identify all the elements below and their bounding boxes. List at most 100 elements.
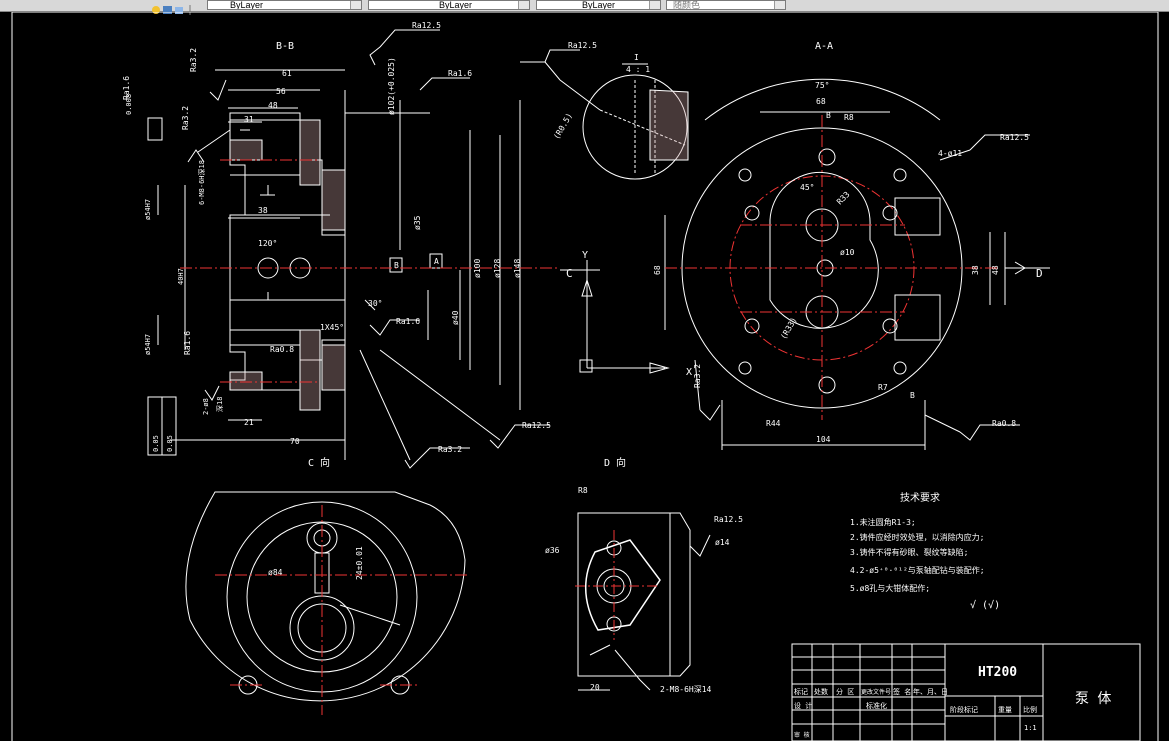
layer-tools-icon[interactable] (150, 0, 195, 15)
bb-label: 70 (290, 437, 300, 446)
d-label: 2-M8-6H深14 (660, 685, 712, 694)
bb-label: Ra3.2 (438, 445, 462, 454)
aa-label: 45° (800, 183, 814, 192)
d-label: 20 (590, 683, 600, 692)
tb-cell: 审 核 (794, 731, 810, 739)
bb-label: Ra0.8 (270, 345, 294, 354)
detail-label: (R0.5) (552, 111, 574, 141)
bb-label: Ra1.6 (448, 69, 472, 78)
detail-label: Ra12.5 (568, 41, 597, 50)
d-label: ø14 (715, 538, 730, 547)
lineweight-combo[interactable]: ByLayer (368, 0, 530, 10)
bb-label: 56 (276, 87, 286, 96)
aa-label: 104 (816, 435, 831, 444)
linetype-combo[interactable]: ByLayer (207, 0, 362, 10)
d-view (577, 512, 711, 691)
aa-label: 75° (815, 81, 829, 90)
lineweight-value: ByLayer (439, 0, 473, 10)
tb-cell: 重量 (998, 706, 1012, 714)
aa-label: B (910, 391, 915, 400)
aa-label: 4-ø11 (938, 149, 962, 158)
chevron-down-icon[interactable] (774, 1, 785, 9)
linetype-value: ByLayer (230, 0, 264, 10)
aa-label: 68 (653, 265, 662, 275)
bb-label: Ra12.5 (522, 421, 551, 430)
bb-label: Ra1.6 (183, 331, 192, 355)
aa-view-title: A-A (815, 41, 833, 52)
tb-cell: 更改文件号 (861, 688, 891, 696)
note-item: 5.ø8孔与大钳体配作; (850, 583, 930, 593)
note-item: 1.未注圆角R1-3; (850, 517, 916, 527)
section-bb (147, 29, 550, 469)
bb-label: 48 (268, 101, 278, 110)
bb-centerlines (180, 159, 560, 383)
note-item: 3.铸件不得有砂眼、裂纹等缺陷; (850, 547, 968, 557)
tb-cell: 1:1 (1024, 724, 1037, 732)
bb-label: 38 (258, 206, 268, 215)
aa-label: 48 (991, 265, 1000, 275)
bb-label: Ra1.6 (396, 317, 420, 326)
chevron-down-icon[interactable] (649, 1, 660, 9)
aa-label: R8 (844, 113, 854, 122)
tb-cell: 阶段标记 (950, 705, 978, 714)
detail-label: I (634, 53, 639, 62)
aa-label: 38 (971, 265, 980, 275)
bb-label: Ra1.6 (122, 76, 131, 100)
bb-label: ø148 (513, 259, 522, 278)
tb-cell: 设 计 (794, 701, 812, 710)
d-view-title: D 向 (604, 456, 626, 469)
aa-label: ø10 (840, 248, 855, 257)
property-toolbar: ByLayer ByLayer ByLayer 随颜色 (0, 0, 1169, 15)
bb-label: 0.05 (152, 435, 160, 452)
ucs-y-label: Y (582, 250, 588, 261)
bb-label: 40H7 (177, 268, 185, 285)
bb-label: 6-M8-6H深18 (197, 160, 206, 205)
detail-i (520, 49, 689, 180)
bb-label: 深18 (215, 397, 224, 412)
aa-label: R7 (878, 383, 888, 392)
tb-cell: 标准化 (866, 701, 887, 710)
section-aa (560, 78, 1050, 450)
c-view-title: C 向 (308, 456, 330, 469)
aa-label: Ra12.5 (1000, 133, 1029, 142)
bb-label: 2-ø8 (202, 398, 210, 415)
hatch-area (229, 119, 346, 411)
detail-label: 4 : 1 (626, 65, 650, 74)
ucs-x-label: X (686, 367, 692, 378)
c-centerlines (215, 505, 470, 715)
drawing-canvas[interactable]: B-B A-A C 向 D 向 Ra12.5 Ra3.2 61 56 48 31… (0, 12, 1169, 741)
plotstyle-combo[interactable]: 随颜色 (666, 0, 786, 10)
bb-label: ø102(+0.025) (387, 57, 396, 115)
plotstyle-value: 随颜色 (673, 0, 701, 10)
tb-cell: 年、月、日 (913, 687, 948, 696)
bb-view-title: B-B (276, 41, 294, 52)
d-label: ø36 (545, 546, 560, 555)
c-label: ø84 (268, 568, 283, 577)
roughness-symbol: √ (√) (970, 599, 1000, 611)
aa-label: (R33) (779, 316, 799, 341)
notes-title: 技术要求 (900, 491, 940, 504)
drawing-frame (11, 12, 1159, 741)
bb-label: ø54H7 (144, 334, 152, 355)
d-label: R8 (578, 486, 588, 495)
bb-label: 61 (282, 69, 292, 78)
note-item: 4.2-ø5⁺⁰·⁰¹²与泵轴配钻与装配作; (850, 565, 985, 575)
aa-label: R33 (835, 190, 852, 207)
d-label: Ra12.5 (714, 515, 743, 524)
c-label: 24±0.01 (355, 546, 364, 580)
color-value: ByLayer (582, 0, 616, 10)
color-combo[interactable]: ByLayer (536, 0, 661, 10)
aa-centerlines (665, 115, 1000, 420)
bb-label: 30° (368, 299, 382, 308)
bb-label: 1X45° (320, 323, 344, 332)
c-view (185, 491, 466, 702)
aa-label: C (566, 267, 573, 280)
tb-cell: 标记 (794, 687, 808, 696)
d-centerlines (575, 530, 660, 640)
chevron-down-icon[interactable] (350, 1, 361, 9)
aa-label: B (826, 111, 831, 120)
material-label: HT200 (978, 665, 1017, 680)
chevron-down-icon[interactable] (518, 1, 529, 9)
bb-label: ø100 (473, 259, 482, 278)
tb-cell: 分 区 (836, 687, 854, 696)
